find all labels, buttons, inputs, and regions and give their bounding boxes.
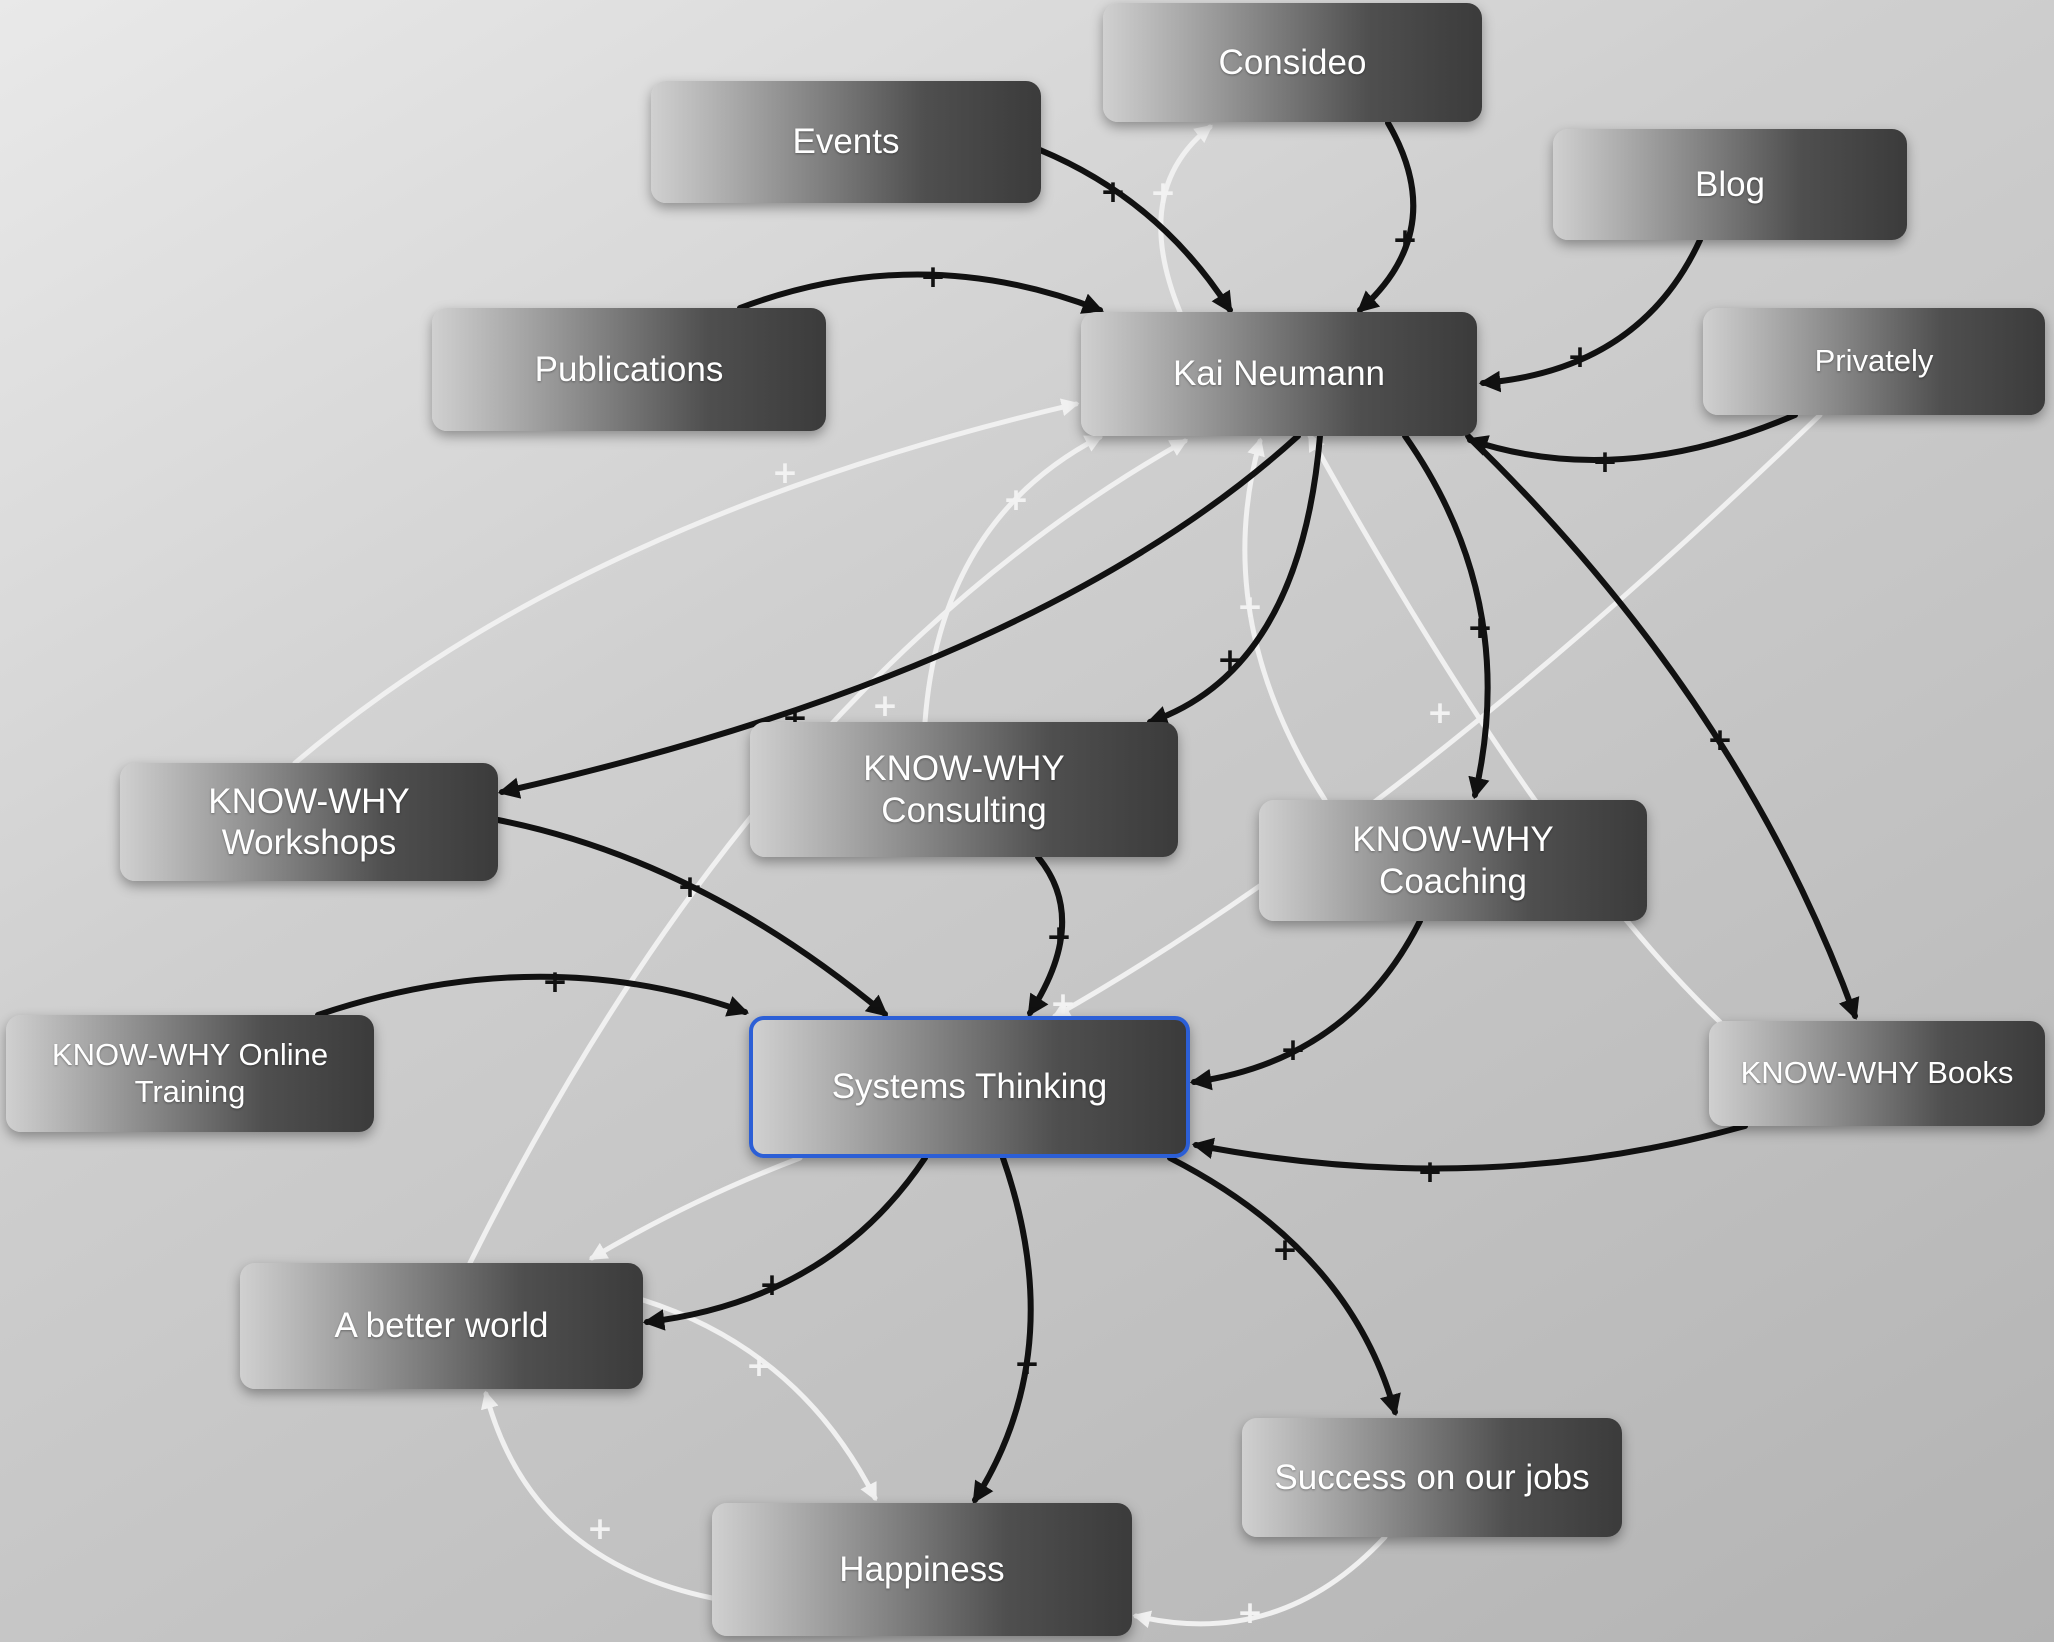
link-blog-kai[interactable] bbox=[1478, 237, 1703, 393]
svg-text:+: + bbox=[759, 1267, 785, 1303]
svg-text:+: + bbox=[1392, 222, 1418, 258]
polarity-label-consideo-kai: + bbox=[1392, 222, 1418, 258]
svg-text:+: + bbox=[1427, 695, 1453, 731]
polarity-label-books-kai: + bbox=[1427, 695, 1453, 731]
node-knowwhy-coaching[interactable]: KNOW-WHY Coaching bbox=[1259, 800, 1647, 921]
polarity-label-books-systems: + bbox=[1417, 1154, 1443, 1190]
node-privately[interactable]: Privately bbox=[1703, 308, 2045, 415]
node-knowwhy-workshops[interactable]: KNOW-WHY Workshops bbox=[120, 763, 498, 881]
link-coaching-kai[interactable] bbox=[1242, 437, 1328, 803]
polarity-label-success-happiness: + bbox=[1237, 1595, 1263, 1631]
polarity-label-kai-consideo: + bbox=[1150, 175, 1176, 211]
node-knowwhy-online-training[interactable]: KNOW-WHY Online Training bbox=[6, 1015, 374, 1132]
polarity-label-betterworld-happiness: + bbox=[746, 1348, 772, 1384]
polarity-label-privately-kai: + bbox=[1592, 444, 1618, 480]
link-consulting-kai[interactable] bbox=[922, 434, 1104, 725]
link-coaching-systems[interactable] bbox=[1189, 918, 1423, 1091]
node-knowwhy-books[interactable]: KNOW-WHY Books bbox=[1709, 1021, 2045, 1126]
svg-text:+: + bbox=[1237, 1595, 1263, 1631]
node-a-better-world[interactable]: A better world bbox=[240, 1263, 643, 1389]
link-publications-kai[interactable] bbox=[737, 271, 1105, 314]
polarity-label-happiness-betterworld: + bbox=[587, 1511, 613, 1547]
link-kai-coaching[interactable] bbox=[1402, 433, 1491, 800]
svg-text:+: + bbox=[772, 455, 798, 491]
link-kai-consideo[interactable] bbox=[1158, 124, 1213, 315]
polarity-label-systems-success: + bbox=[1272, 1232, 1298, 1268]
link-books-kai[interactable] bbox=[1307, 432, 1723, 1025]
link-betterworld-happiness[interactable] bbox=[640, 1297, 878, 1502]
polarity-label-kai-books: + bbox=[1707, 722, 1733, 758]
node-events[interactable]: Events bbox=[651, 81, 1041, 203]
link-kai-workshops[interactable] bbox=[497, 433, 1301, 799]
node-systems-thinking[interactable]: Systems Thinking bbox=[749, 1016, 1190, 1158]
polarity-label-publications-kai: + bbox=[920, 259, 946, 295]
link-systems-betterworld[interactable] bbox=[642, 1155, 928, 1331]
svg-text:+: + bbox=[1467, 610, 1493, 646]
polarity-label-consulting-systems: + bbox=[1046, 919, 1072, 955]
link-events-kai[interactable] bbox=[1037, 147, 1233, 314]
polarity-label-workshops-systems: + bbox=[677, 869, 703, 905]
svg-text:+: + bbox=[1003, 482, 1029, 518]
svg-text:+: + bbox=[1237, 589, 1263, 625]
polarity-label-workshops-kai: + bbox=[772, 455, 798, 491]
node-consideo[interactable]: Consideo bbox=[1103, 3, 1482, 122]
link-kai-books[interactable] bbox=[1465, 433, 1860, 1021]
svg-text:+: + bbox=[1280, 1032, 1306, 1068]
link-systems-betterworld-2[interactable] bbox=[588, 1155, 803, 1261]
polarity-label-systems-happiness: + bbox=[1014, 1346, 1040, 1382]
svg-text:+: + bbox=[677, 869, 703, 905]
svg-text:+: + bbox=[1567, 339, 1593, 375]
link-privately-kai[interactable] bbox=[1465, 412, 1798, 463]
polarity-label-events-kai: + bbox=[1100, 174, 1126, 210]
node-success-on-our-jobs[interactable]: Success on our jobs bbox=[1242, 1418, 1622, 1537]
node-knowwhy-consulting[interactable]: KNOW-WHY Consulting bbox=[750, 722, 1178, 857]
svg-text:+: + bbox=[1592, 444, 1618, 480]
polarity-label-coaching-systems: + bbox=[1280, 1032, 1306, 1068]
link-books-systems[interactable] bbox=[1191, 1123, 1748, 1172]
polarity-label-betterworld-kai: + bbox=[872, 688, 898, 724]
link-workshops-kai[interactable] bbox=[292, 398, 1080, 766]
link-online-systems[interactable] bbox=[315, 973, 750, 1018]
svg-text:+: + bbox=[1014, 1346, 1040, 1382]
polarity-label-consulting-kai: + bbox=[1003, 482, 1029, 518]
svg-text:+: + bbox=[1150, 175, 1176, 211]
svg-text:+: + bbox=[1272, 1232, 1298, 1268]
polarity-label-coaching-kai: + bbox=[1237, 589, 1263, 625]
polarity-label-online-systems: + bbox=[542, 964, 568, 1000]
link-consideo-kai[interactable] bbox=[1356, 120, 1417, 313]
node-kai-neumann[interactable]: Kai Neumann bbox=[1081, 312, 1477, 436]
node-blog[interactable]: Blog bbox=[1553, 129, 1907, 240]
link-happiness-betterworld[interactable] bbox=[480, 1390, 715, 1601]
svg-text:+: + bbox=[872, 688, 898, 724]
svg-text:+: + bbox=[746, 1348, 772, 1384]
svg-text:+: + bbox=[1417, 1154, 1443, 1190]
polarity-label-kai-consulting: + bbox=[1217, 642, 1243, 678]
polarity-label-systems-betterworld: + bbox=[759, 1267, 785, 1303]
svg-text:+: + bbox=[587, 1511, 613, 1547]
polarity-label-kai-coaching: + bbox=[1467, 610, 1493, 646]
link-systems-happiness[interactable] bbox=[972, 1155, 1034, 1504]
svg-text:+: + bbox=[920, 259, 946, 295]
link-privately-systems[interactable] bbox=[1051, 412, 1823, 1019]
link-kai-consulting[interactable] bbox=[1145, 433, 1323, 727]
link-consulting-systems[interactable] bbox=[1027, 854, 1065, 1017]
svg-text:+: + bbox=[1100, 174, 1126, 210]
link-systems-success[interactable] bbox=[1167, 1155, 1401, 1417]
primary-links bbox=[315, 120, 1860, 1504]
svg-text:+: + bbox=[1046, 919, 1072, 955]
link-success-happiness[interactable] bbox=[1132, 1534, 1388, 1629]
svg-text:+: + bbox=[542, 964, 568, 1000]
svg-text:+: + bbox=[1217, 642, 1243, 678]
link-workshops-systems[interactable] bbox=[495, 817, 889, 1017]
node-publications[interactable]: Publications bbox=[432, 308, 826, 431]
svg-text:+: + bbox=[1707, 722, 1733, 758]
polarity-label-blog-kai: + bbox=[1567, 339, 1593, 375]
node-happiness[interactable]: Happiness bbox=[712, 1503, 1132, 1636]
